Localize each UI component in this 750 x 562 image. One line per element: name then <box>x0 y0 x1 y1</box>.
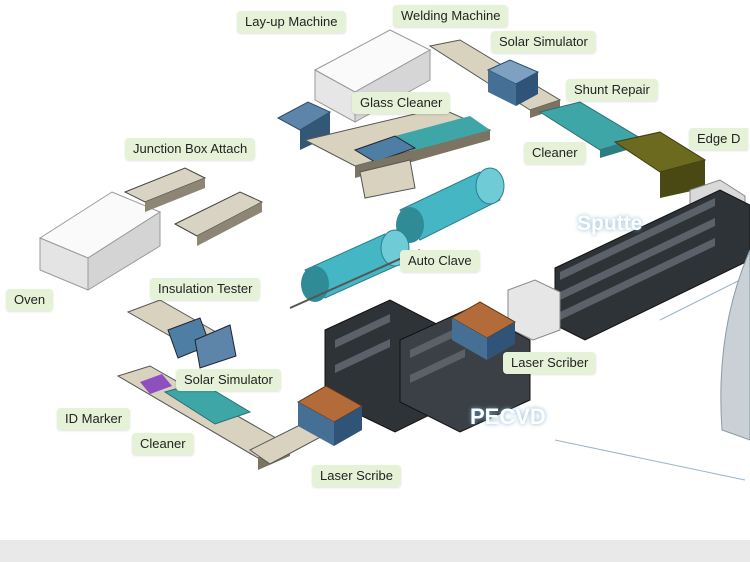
glass-cleaner-line <box>303 107 492 199</box>
label-glass-cleaner: Glass Cleaner <box>352 92 451 114</box>
label-pecvd: PECVD <box>470 404 546 429</box>
label-oven: Oven <box>6 289 54 311</box>
callout-lines <box>554 249 750 481</box>
label-welding-machine: Welding Machine <box>393 5 509 27</box>
sputter-rack-line <box>507 189 750 341</box>
label-solar-simulator-top: Solar Simulator <box>491 31 596 53</box>
laser-scriber-right-machine <box>450 301 517 360</box>
label-sputter: Sputte <box>577 212 643 235</box>
label-auto-clave: Auto Clave <box>400 250 480 272</box>
label-edge-deletion: Edge D <box>689 128 749 150</box>
insulation-tester-machine <box>126 299 237 369</box>
label-insulation-tester: Insulation Tester <box>150 278 261 300</box>
label-cleaner-left: Cleaner <box>132 433 194 455</box>
laser-scriber-bottom-machine <box>296 385 364 446</box>
label-junction-box-attach: Junction Box Attach <box>125 138 256 160</box>
junction-box-racks <box>123 167 264 246</box>
label-laser-scribe-bottom: Laser Scribe <box>312 465 401 487</box>
label-id-marker: ID Marker <box>57 408 131 430</box>
label-solar-simulator-bottom: Solar Simulator <box>176 369 281 391</box>
label-shunt-repair: Shunt Repair <box>566 79 658 101</box>
label-layup-machine: Lay-up Machine <box>237 11 346 33</box>
oven-machine <box>38 191 162 291</box>
label-laser-scriber-right: Laser Scriber <box>503 352 597 374</box>
layup-machine <box>313 29 432 123</box>
autoclave-machine <box>289 167 505 309</box>
footer-band <box>0 540 750 562</box>
label-cleaner-right: Cleaner <box>524 142 586 164</box>
solar-simulator-top-machine <box>486 59 540 106</box>
